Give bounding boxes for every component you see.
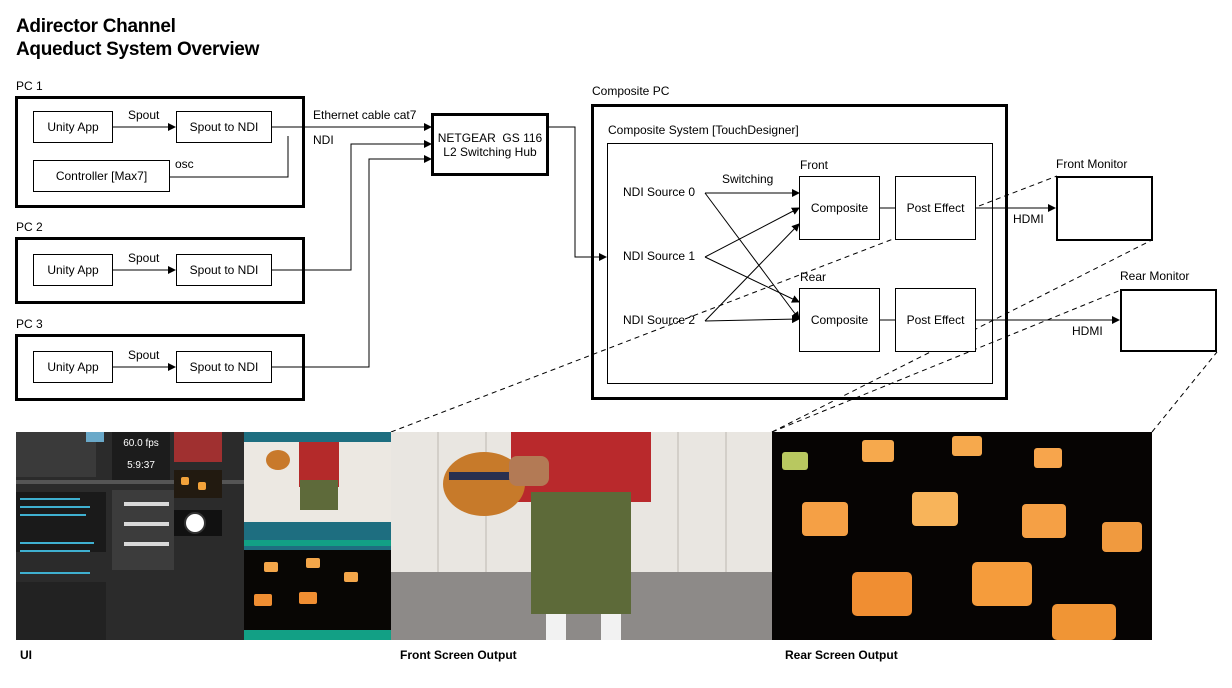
composite-system-frame [607,143,993,384]
pc2-frame [15,237,305,304]
pc1-label: PC 1 [16,79,43,93]
pc2-label: PC 2 [16,220,43,234]
pc1-osc-label: osc [175,157,194,171]
pc2-unity-app[interactable]: Unity App [33,254,113,286]
hub-name: NETGEAR GS 116 [437,130,543,145]
pc1-spout-to-ndi[interactable]: Spout to NDI [176,111,272,143]
pc1-unity-app[interactable]: Unity App [33,111,113,143]
hub-to-composite-wire [549,126,607,261]
pc2-spout-label: Spout [128,251,160,265]
composite-pc-frame [591,104,1008,400]
ui-screenshot: 60.0 fps 5:9:37 [16,432,244,640]
rear-post-effect[interactable]: Post Effect [895,288,976,352]
title-line-1: Adirector Channel [16,16,176,37]
front-screen-output [391,432,772,640]
pc3-spout-label: Spout [128,348,160,362]
pc3-unity-app[interactable]: Unity App [33,351,113,383]
rear-screen-output [772,432,1152,640]
ui-preview-screens [244,432,391,640]
hub-type: L2 Switching Hub [443,144,537,159]
ui-time: 5:9:37 [127,460,155,471]
switching-label: Switching [722,172,774,186]
ndi-source-2: NDI Source 2 [623,313,696,327]
rear-monitor-label: Rear Monitor [1120,269,1190,283]
rear-monitor[interactable] [1120,289,1217,352]
pc1-frame [15,96,305,208]
ui-fps: 60.0 fps [123,438,159,449]
ndi-source-0: NDI Source 0 [623,185,696,199]
composite-system-label: Composite System [TouchDesigner] [608,123,799,137]
front-monitor-label: Front Monitor [1056,157,1128,171]
rear-hdmi-label: HDMI [1072,324,1103,338]
pc1-spout-label: Spout [128,108,160,122]
caption-front-output: Front Screen Output [400,648,517,662]
caption-ui: UI [20,648,32,662]
ndi-label: NDI [313,133,334,147]
pc3-ndi-wire [272,155,432,368]
pc1-controller[interactable]: Controller [Max7] [33,160,170,192]
pc3-frame [15,334,305,401]
composite-pc-label: Composite PC [592,84,670,98]
rear-label: Rear [800,270,827,284]
pc1-osc-wire [170,136,289,178]
pc3-spout-to-ndi[interactable]: Spout to NDI [176,351,272,383]
ethernet-label: Ethernet cable cat7 [313,108,417,122]
pc3-label: PC 3 [16,317,43,331]
pc2-ndi-wire [272,140,432,271]
caption-rear-output: Rear Screen Output [785,648,898,662]
front-hdmi-label: HDMI [1013,212,1044,226]
ndi-source-1: NDI Source 1 [623,249,696,263]
pc2-spout-to-ndi[interactable]: Spout to NDI [176,254,272,286]
front-monitor[interactable] [1056,176,1153,241]
front-composite[interactable]: Composite [799,176,880,240]
rear-composite[interactable]: Composite [799,288,880,352]
title-line-2: Aqueduct System Overview [16,39,260,60]
front-label: Front [800,158,829,172]
switching-hub[interactable]: NETGEAR GS 116 L2 Switching Hub [431,113,549,176]
front-post-effect[interactable]: Post Effect [895,176,976,240]
